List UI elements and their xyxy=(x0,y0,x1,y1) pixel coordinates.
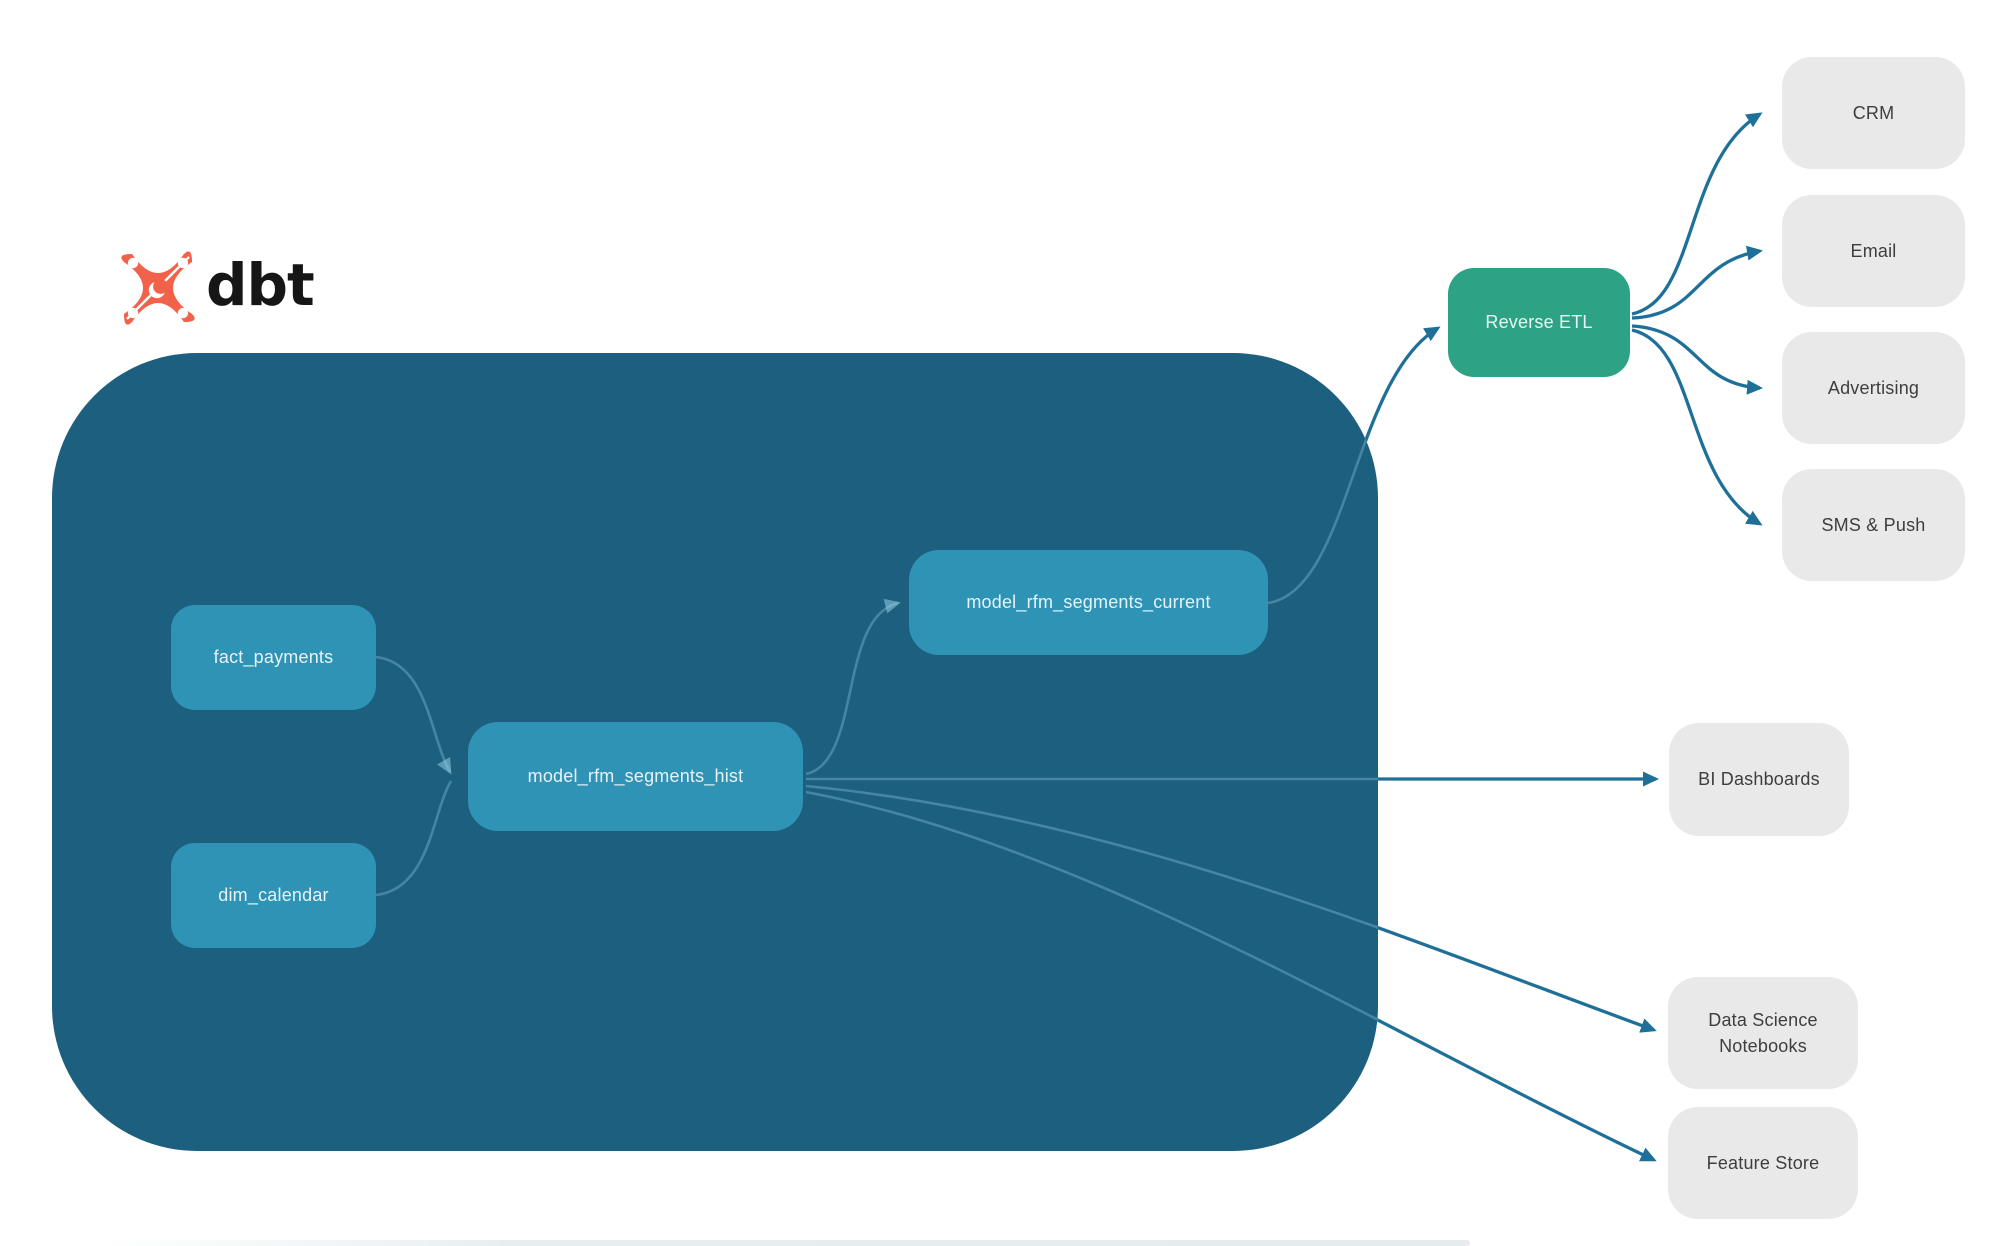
node-advertising: Advertising xyxy=(1782,332,1965,444)
node-email: Email xyxy=(1782,195,1965,307)
node-dim-calendar-label: dim_calendar xyxy=(218,885,329,905)
edge-current-to-reverse-etl xyxy=(1267,326,1441,605)
node-reverse-etl-label: Reverse ETL xyxy=(1485,312,1593,332)
node-fact-payments: fact_payments xyxy=(171,605,376,710)
node-bi-dashboards: BI Dashboards xyxy=(1669,723,1849,836)
edge-fact-payments-to-hist xyxy=(375,655,452,775)
edge-dim-calendar-to-hist xyxy=(375,780,453,897)
edge-hist-to-data-science xyxy=(805,784,1657,1033)
dbt-logo-icon xyxy=(121,251,195,325)
edge-current-to-retl-inner xyxy=(1267,326,1439,605)
node-email-label: Email xyxy=(1850,240,1897,261)
node-reverse-etl: Reverse ETL xyxy=(1448,268,1630,377)
node-model-rfm-segments-current-label: model_rfm_segments_current xyxy=(966,592,1211,612)
node-advertising-label: Advertising xyxy=(1827,377,1920,398)
node-bi-dashboards-label: BI Dashboards xyxy=(1698,769,1820,790)
dbt-wordmark: dbt xyxy=(206,251,315,319)
node-data-science-notebooks-label: Data Science Notebooks xyxy=(1708,1009,1818,1056)
edge-retl-to-crm xyxy=(1631,112,1763,316)
node-crm: CRM xyxy=(1782,57,1965,169)
edge-hist-to-fs-inner xyxy=(805,790,1657,1162)
edge-retl-to-email xyxy=(1631,245,1763,320)
edge-retl-to-advertising xyxy=(1631,324,1763,395)
edge-retl-to-sms-push xyxy=(1631,328,1763,526)
node-fact-payments-label: fact_payments xyxy=(213,647,334,667)
node-crm-label: CRM xyxy=(1852,102,1895,123)
node-feature-store-label: Feature Store xyxy=(1706,1152,1820,1173)
node-sms-push-label: SMS & Push xyxy=(1821,514,1926,535)
edge-hist-to-ds-inner xyxy=(805,784,1657,1032)
dbt-logo: dbt xyxy=(118,248,315,328)
node-feature-store: Feature Store xyxy=(1668,1107,1858,1219)
node-dim-calendar: dim_calendar xyxy=(171,843,376,948)
node-model-rfm-segments-hist: model_rfm_segments_hist xyxy=(468,722,803,831)
node-model-rfm-segments-current: model_rfm_segments_current xyxy=(909,550,1268,655)
node-data-science-notebooks: Data Science Notebooks xyxy=(1668,977,1858,1089)
node-model-rfm-segments-hist-label: model_rfm_segments_hist xyxy=(527,766,744,786)
edge-hist-to-feature-store xyxy=(805,790,1657,1162)
node-sms-push: SMS & Push xyxy=(1782,469,1965,581)
bottom-divider xyxy=(100,1240,1470,1246)
edge-hist-to-current xyxy=(805,598,901,776)
